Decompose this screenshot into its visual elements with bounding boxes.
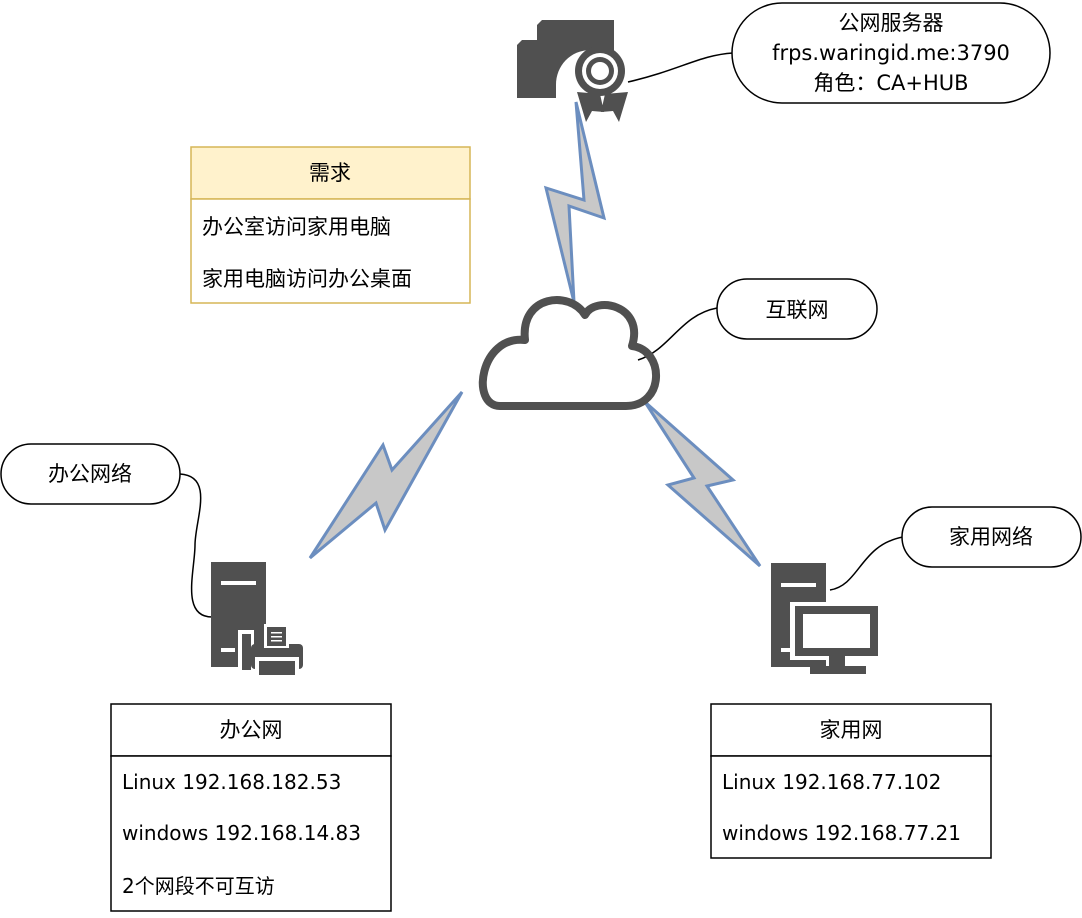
office-network-label: 办公网络 [48,462,132,486]
home-network-label: 家用网络 [949,525,1033,549]
server-title: 公网服务器 [839,11,944,35]
requirements-note: 需求 办公室访问家用电脑 家用电脑访问办公桌面 [190,146,471,304]
link-bolt-home [643,400,762,568]
office-network-bubble: 办公网络 [0,443,181,505]
office-table-header: 办公网 [220,718,283,742]
home-table-row: Linux 192.168.77.102 [722,770,941,794]
server-printer-icon [211,562,303,677]
office-table-row: windows 192.168.14.83 [122,821,361,845]
office-table-row: 2个网段不可互访 [122,874,275,898]
home-table-header: 家用网 [820,718,883,742]
home-table: 家用网 Linux 192.168.77.102 windows 192.168… [710,703,992,859]
home-table-row: windows 192.168.77.21 [722,821,961,845]
certificate-icon [517,20,628,122]
cloud-icon [478,296,660,410]
link-bolt-server [543,101,607,303]
requirement-item: 办公室访问家用电脑 [202,215,391,239]
connector-office [179,473,214,618]
connector-home [829,536,904,591]
home-network-bubble: 家用网络 [901,506,1082,568]
server-bubble: 公网服务器 frps.waringid.me:3790 角色：CA+HUB [731,2,1051,104]
office-table-row: Linux 192.168.182.53 [122,770,341,794]
requirement-item: 家用电脑访问办公桌面 [202,267,412,291]
connector-server [627,52,734,83]
server-role: 角色：CA+HUB [813,71,968,95]
link-bolt-office [308,390,464,560]
internet-label: 互联网 [766,298,829,322]
server-monitor-icon [771,563,882,674]
internet-bubble: 互联网 [716,278,878,340]
requirements-header: 需求 [309,161,351,185]
server-address: frps.waringid.me:3790 [772,41,1010,65]
office-table: 办公网 Linux 192.168.182.53 windows 192.168… [110,703,392,912]
